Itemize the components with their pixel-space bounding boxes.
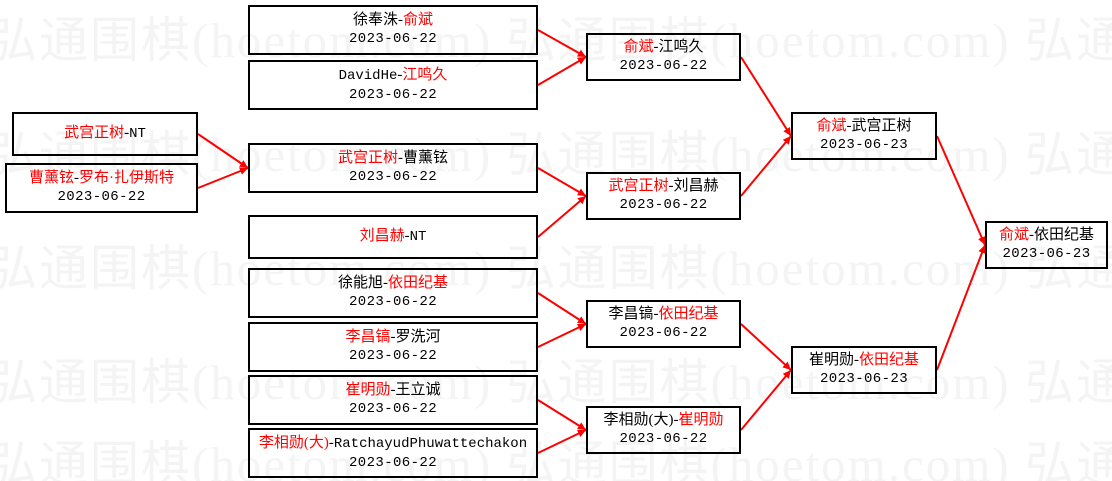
match-date: 2023-06-22 (348, 31, 437, 47)
match-players: 崔明勋-王立诚 (345, 382, 441, 398)
match-players: 徐能旭-依田纪基 (337, 275, 449, 291)
match-date: 2023-06-23 (1002, 246, 1091, 262)
match-date: 2023-06-22 (348, 169, 437, 185)
match-players: 俞斌-江鸣久 (623, 39, 704, 55)
match-node[interactable]: 李相勋(大)-RatchayudPhuwattechakon 2023-06-22 (248, 428, 538, 478)
match-date: 2023-06-22 (348, 348, 437, 364)
connector-arrowhead (239, 160, 248, 168)
match-players: 李相勋(大)-RatchayudPhuwattechakon (258, 434, 528, 452)
match-node[interactable]: 李相勋(大)-崔明勋 2023-06-22 (586, 406, 741, 454)
connector-line (537, 323, 587, 348)
match-node[interactable]: 俞斌-武宫正树 2023-06-23 (791, 112, 937, 160)
connector-arrowhead (239, 167, 248, 175)
connector-line (197, 133, 249, 169)
connector-line (537, 167, 587, 197)
match-node[interactable]: 曹薰铉-罗布·扎伊斯特 2023-06-22 (5, 163, 198, 213)
match-date: 2023-06-22 (619, 58, 708, 74)
connector-line (537, 29, 587, 58)
match-node[interactable]: 李昌镐-罗洗河 2023-06-22 (248, 322, 538, 372)
match-players: 崔明勋-依田纪基 (808, 352, 920, 368)
connector-arrowhead (577, 316, 586, 324)
connector-line (537, 399, 587, 431)
connector-arrowhead (577, 57, 586, 65)
match-date: 2023-06-22 (348, 294, 437, 310)
connector-line (197, 167, 249, 189)
match-players: 俞斌-依田纪基 (998, 227, 1095, 243)
connector-line (537, 429, 587, 454)
match-date: 2023-06-22 (348, 401, 437, 417)
match-date: 2023-06-22 (619, 325, 708, 341)
connector-line (740, 323, 792, 371)
match-node[interactable]: 俞斌-江鸣久 2023-06-22 (586, 33, 741, 81)
connector-arrowhead (782, 136, 791, 145)
match-players: 俞斌-武宫正树 (816, 118, 912, 134)
match-node[interactable]: 刘昌赫-NT (248, 215, 538, 259)
match-players: 李昌镐-罗洗河 (345, 329, 441, 345)
connector-line (740, 56, 792, 137)
connector-arrowhead (577, 323, 586, 332)
connector-arrowhead (782, 370, 791, 379)
match-players: 武宫正树-曹薰铉 (337, 150, 449, 166)
match-node[interactable]: DavidHe-江鸣久 2023-06-22 (248, 60, 538, 110)
connector-line (740, 369, 792, 431)
match-node[interactable]: 俞斌-依田纪基 2023-06-23 (985, 221, 1108, 269)
watermark-text: 弘通围棋(hoetom.com) 弘通围棋(hoetom.com) 弘通围棋(h… (0, 13, 1112, 68)
watermark-text: 弘通围棋(hoetom.com) 弘通围棋(hoetom.com) 弘通围棋(h… (0, 437, 1112, 481)
match-players: 李相勋(大)-崔明勋 (603, 412, 724, 428)
connector-arrowhead (577, 49, 586, 57)
connector-arrowhead (577, 422, 586, 430)
watermark-text: 弘通围棋(hoetom.com) 弘通围棋(hoetom.com) 弘通围棋(h… (0, 241, 1112, 296)
match-date: 2023-06-23 (819, 137, 908, 153)
match-node[interactable]: 徐能旭-依田纪基 2023-06-22 (248, 268, 538, 318)
match-node[interactable]: 徐奉洙-俞斌 2023-06-22 (248, 5, 538, 55)
match-date: 2023-06-22 (348, 86, 437, 103)
match-node[interactable]: 武宫正树-刘昌赫 2023-06-22 (586, 172, 741, 220)
match-node[interactable]: 武宫正树-NT (12, 112, 198, 156)
match-players: DavidHe-江鸣久 (338, 66, 448, 84)
match-date: 2023-06-22 (619, 431, 708, 447)
match-date: 2023-06-22 (348, 454, 437, 471)
match-date: 2023-06-22 (619, 197, 708, 213)
connector-line (537, 292, 587, 325)
connector-arrowhead (783, 127, 791, 136)
watermark-text: 弘通围棋(hoetom.com) 弘通围棋(hoetom.com) 弘通围棋(h… (0, 355, 1112, 410)
match-date: 2023-06-22 (57, 189, 146, 205)
connector-arrowhead (577, 196, 586, 205)
connector-line (537, 195, 587, 238)
connector-line (740, 135, 792, 197)
connector-arrowhead (782, 361, 791, 370)
match-node[interactable]: 崔明勋-王立诚 2023-06-22 (248, 375, 538, 425)
connector-arrowhead (577, 429, 586, 438)
connector-line (537, 56, 587, 86)
match-node[interactable]: 崔明勋-依田纪基 2023-06-23 (791, 346, 937, 394)
match-node[interactable]: 李昌镐-依田纪基 2023-06-22 (586, 300, 741, 348)
match-players: 李昌镐-依田纪基 (608, 306, 719, 322)
match-players: 刘昌赫-NT (359, 228, 427, 245)
match-players: 武宫正树-刘昌赫 (608, 178, 719, 194)
match-date: 2023-06-23 (819, 371, 908, 387)
connector-line (936, 135, 986, 246)
match-players: 曹薰铉-罗布·扎伊斯特 (28, 170, 174, 186)
connector-line (936, 244, 986, 371)
match-players: 徐奉洙-俞斌 (352, 12, 434, 28)
match-node[interactable]: 武宫正树-曹薰铉 2023-06-22 (248, 143, 538, 193)
match-players: 武宫正树-NT (64, 125, 146, 142)
connector-arrowhead (577, 188, 586, 196)
